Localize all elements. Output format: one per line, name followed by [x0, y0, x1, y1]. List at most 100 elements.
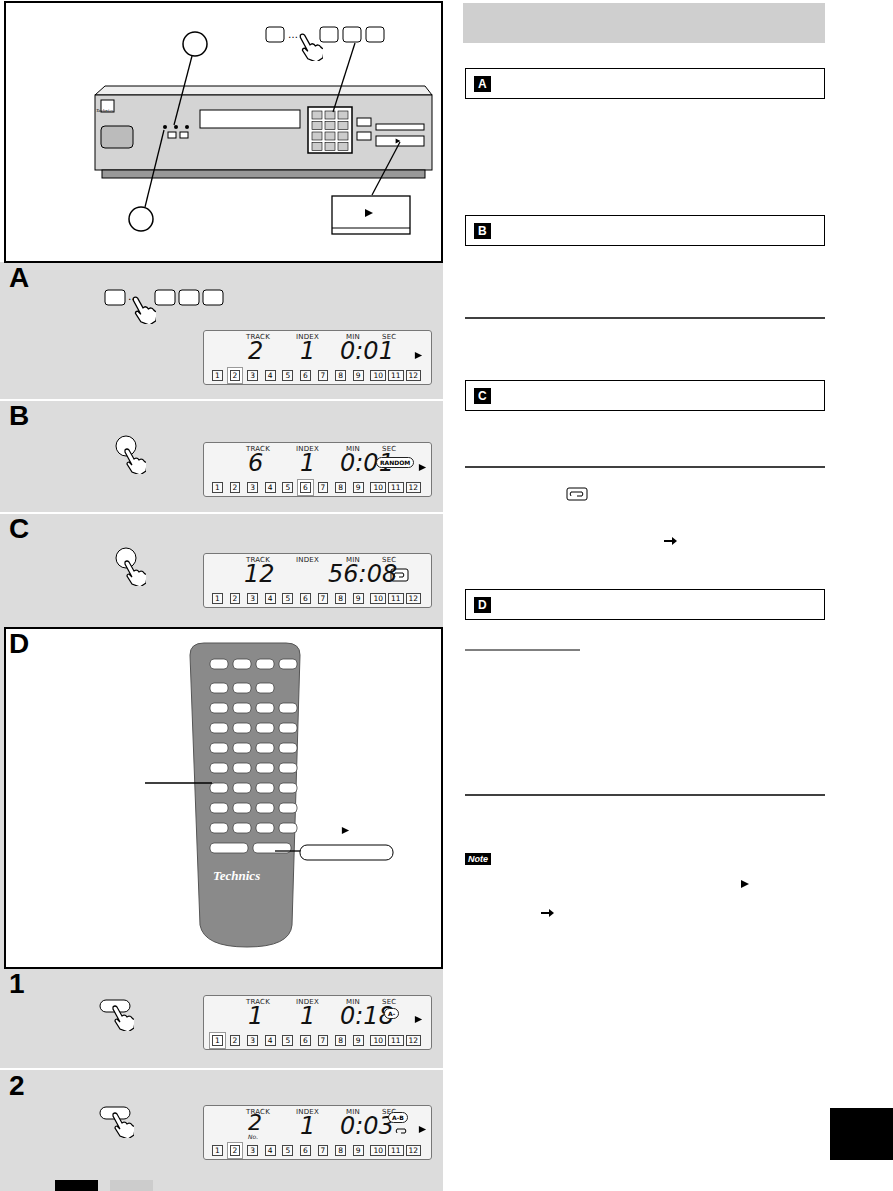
section-letter: D [474, 597, 491, 613]
track-number: 3 [247, 370, 258, 381]
display-digits: 1 [300, 1114, 315, 1138]
display-digits: 1 [300, 1004, 315, 1028]
section-heading-box: C [465, 380, 825, 411]
note-tag: Note [465, 853, 491, 865]
track-number: 4 [265, 482, 276, 493]
track-number: 10 [370, 593, 386, 604]
track-number: 9 [353, 1035, 364, 1046]
track-number: 1 [212, 482, 223, 493]
track-number: 2 [230, 1035, 241, 1046]
display-digits: 1 [300, 339, 315, 363]
track-number: 9 [353, 593, 364, 604]
track-number: 9 [353, 370, 364, 381]
track-number: 7 [318, 370, 329, 381]
section-band: CTRACKINDEXMINSEC1256:08123456789101112 [0, 513, 443, 628]
indicator-text: Note [468, 853, 488, 865]
track-number: 8 [335, 482, 346, 493]
section-heading-box: B [465, 215, 825, 246]
track-number: 4 [265, 593, 276, 604]
brand-name: Technics [213, 868, 260, 884]
track-number: 5 [282, 1035, 293, 1046]
section-letter: C [9, 513, 29, 545]
svg-text:…: … [288, 29, 298, 40]
track-number: 12 [406, 1145, 422, 1156]
track-number: 11 [388, 593, 404, 604]
display-digits: 12 [244, 562, 275, 586]
track-number: 4 [265, 1035, 276, 1046]
track-number: 9 [353, 482, 364, 493]
lcd-display: TRACKINDEXMINSEC210:01123456789101112 [203, 330, 432, 385]
track-number: 6 [300, 593, 311, 604]
lcd-display: TRACKINDEXMINSEC2No.10:03123456789101112… [203, 1105, 432, 1160]
display-indicator: A-B [388, 1112, 408, 1123]
lcd-display: TRACKINDEXMINSEC1256:08123456789101112 [203, 553, 432, 608]
section-letter: B [9, 400, 29, 432]
track-number: 11 [388, 482, 404, 493]
track-number: 8 [335, 1145, 346, 1156]
track-number: 4 [265, 1145, 276, 1156]
track-number: 7 [318, 482, 329, 493]
track-number: 6 [300, 1145, 311, 1156]
track-number: 7 [318, 593, 329, 604]
track-number: 2 [230, 482, 241, 493]
section-letter: A [474, 76, 491, 92]
section-letter: B [474, 223, 491, 239]
display-digits: 0:03 [340, 1114, 394, 1138]
track-number: 10 [370, 1145, 386, 1156]
brand-name: Technics [96, 108, 113, 113]
track-number: 3 [247, 482, 258, 493]
track-number: 3 [247, 1145, 258, 1156]
track-number: 12 [406, 370, 422, 381]
display-heading: INDEX [296, 556, 319, 564]
section-band: BTRACKINDEXMINSEC610:01123456789101112RA… [0, 400, 443, 513]
track-number: 4 [265, 370, 276, 381]
track-number: 5 [282, 593, 293, 604]
section-band: D [0, 628, 443, 968]
section-letter: 1 [9, 968, 25, 1000]
track-number: 7 [318, 1035, 329, 1046]
track-number: 8 [335, 593, 346, 604]
track-number: 12 [406, 593, 422, 604]
track-number: 1 [212, 1145, 223, 1156]
section-band: 1TRACKINDEXMINSEC110:18123456789101112A- [0, 968, 443, 1069]
track-number: 1 [212, 1035, 223, 1046]
display-indicator: RANDOM [376, 457, 414, 468]
track-number: 6 [300, 482, 311, 493]
section-letter: D [9, 628, 29, 660]
section-heading-box: D [465, 589, 825, 620]
indicator-text: A- [388, 1010, 395, 1017]
track-number: 5 [282, 482, 293, 493]
track-number: 9 [353, 1145, 364, 1156]
track-number: 11 [388, 370, 404, 381]
track-number: 2 [230, 593, 241, 604]
display-digits: 1 [248, 1004, 263, 1028]
section-letter: A [9, 262, 29, 294]
lcd-display: TRACKINDEXMINSEC610:01123456789101112RAN… [203, 442, 432, 497]
track-number: 10 [370, 1035, 386, 1046]
display-digits: 0:01 [340, 339, 394, 363]
track-number: 7 [318, 1145, 329, 1156]
section-letter: C [474, 388, 491, 404]
track-number: 3 [247, 593, 258, 604]
indicator-text: A-B [392, 1114, 404, 1121]
track-number: 8 [335, 370, 346, 381]
display-digits: 1 [300, 451, 315, 475]
display-digits: 6 [248, 451, 263, 475]
display-digits: 2 [248, 339, 263, 363]
section-letter: 2 [9, 1070, 25, 1102]
track-number: 1 [212, 370, 223, 381]
track-number: 2 [230, 370, 241, 381]
section-heading-box: A [465, 68, 825, 99]
track-number: 6 [300, 370, 311, 381]
section-band: 2TRACKINDEXMINSEC2No.10:0312345678910111… [0, 1070, 443, 1175]
track-number: 11 [388, 1035, 404, 1046]
lcd-display: TRACKINDEXMINSEC110:18123456789101112A- [203, 995, 432, 1050]
track-number: 10 [370, 482, 386, 493]
section-band: ATRACKINDEXMINSEC210:01123456789101112 [0, 262, 443, 400]
display-digits: 2 [248, 1112, 262, 1134]
display-indicator: A- [384, 1008, 399, 1019]
track-number: 5 [282, 1145, 293, 1156]
track-number: 5 [282, 370, 293, 381]
display-digits: No. [248, 1134, 258, 1140]
